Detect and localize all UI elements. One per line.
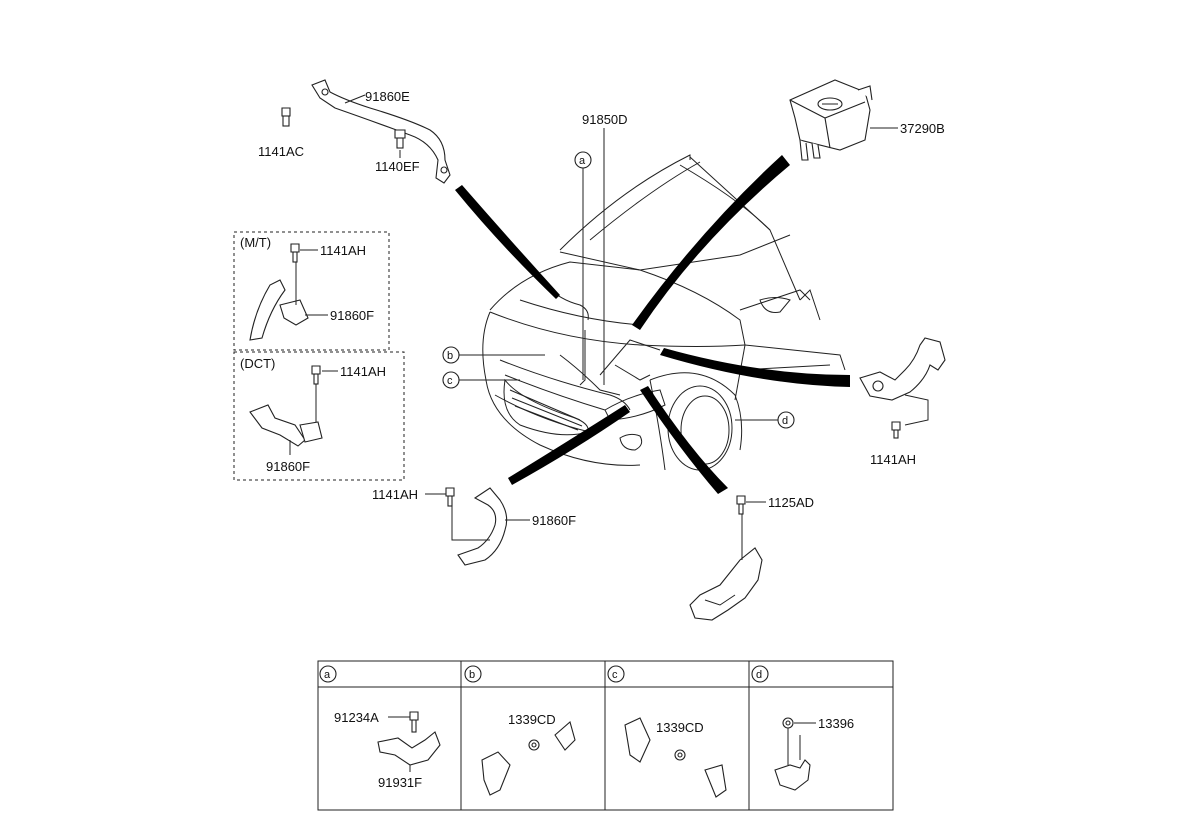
callout-c[interactable]: c [442, 371, 460, 389]
label-91850D: 91850D [582, 112, 628, 127]
callout-a[interactable]: a [574, 151, 592, 169]
label-mt-1141AH: 1141AH [320, 243, 366, 258]
detail-cell-b[interactable]: b [464, 665, 482, 683]
cable-front-91860F[interactable] [451, 487, 508, 566]
label-91931F: 91931F [378, 775, 422, 790]
bracket-mt-91860F[interactable] [249, 262, 309, 341]
svg-text:d: d [756, 669, 762, 681]
connector-b [481, 721, 576, 796]
label-1141AC: 1141AC [258, 144, 304, 159]
detail-table [317, 660, 894, 811]
label-dct: (DCT) [240, 356, 275, 371]
cable-right[interactable] [859, 337, 946, 426]
cable-91860E[interactable] [311, 79, 451, 184]
bracket-dct-91860F[interactable] [249, 384, 323, 447]
label-mt: (M/T) [240, 235, 271, 250]
nut-icon [528, 739, 540, 751]
svg-text:c: c [612, 669, 618, 681]
detail-cell-d[interactable]: d [751, 665, 769, 683]
label-dct-91860F: 91860F [266, 459, 310, 474]
callout-b[interactable]: b [442, 346, 460, 364]
svg-text:d: d [782, 415, 788, 427]
bolt-icon [409, 711, 419, 733]
label-dct-1141AH: 1141AH [340, 364, 386, 379]
group-box-mt [233, 231, 390, 351]
bracket-1125AD[interactable] [689, 514, 763, 621]
svg-text:c: c [447, 375, 453, 387]
bracket-91931F [377, 731, 441, 766]
bolt-icon [891, 421, 901, 439]
connector-bands [455, 155, 850, 494]
label-front-1141AH: 1141AH [372, 487, 418, 502]
fuse-box-37290B[interactable] [789, 79, 873, 161]
label-37290B: 37290B [900, 121, 945, 136]
label-mt-91860F: 91860F [330, 308, 374, 323]
callout-d[interactable]: d [777, 411, 795, 429]
label-1140EF: 1140EF [375, 159, 420, 174]
label-91860E: 91860E [365, 89, 410, 104]
svg-text:a: a [579, 155, 586, 167]
label-c-1339CD: 1339CD [656, 720, 704, 735]
bolt-icon [290, 243, 300, 263]
detail-cell-c[interactable]: c [607, 665, 625, 683]
nut-icon [782, 717, 794, 729]
bolt-icon [281, 107, 291, 127]
nut-icon [674, 749, 686, 761]
svg-text:a: a [324, 669, 331, 681]
group-box-dct [233, 351, 405, 481]
bolt-icon [394, 129, 406, 149]
svg-text:b: b [447, 350, 453, 362]
detail-cell-a[interactable]: a [319, 665, 337, 683]
bolt-icon [445, 487, 455, 507]
label-right-1141AH: 1141AH [870, 452, 916, 467]
label-13396: 13396 [818, 716, 854, 731]
label-91234A: 91234A [334, 710, 379, 725]
connector-c [624, 717, 727, 798]
bolt-icon [736, 495, 746, 515]
label-front-91860F: 91860F [532, 513, 576, 528]
label-b-1339CD: 1339CD [508, 712, 556, 727]
bolt-icon [311, 365, 321, 385]
svg-text:b: b [469, 669, 475, 681]
label-1125AD: 1125AD [768, 495, 814, 510]
bracket-d [774, 728, 811, 791]
